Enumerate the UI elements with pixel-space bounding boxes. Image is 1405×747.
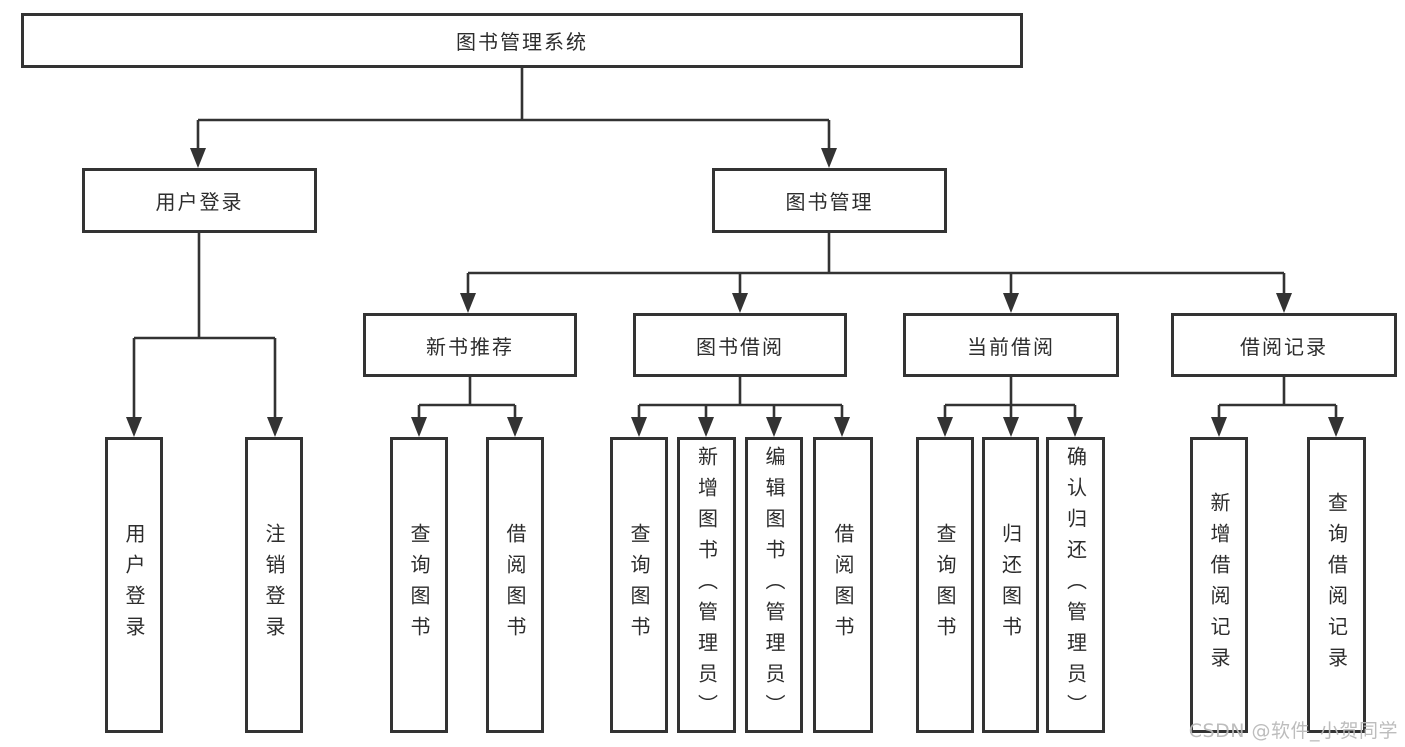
leaf-query-books-recommend: 查询图书: [390, 437, 448, 733]
leaf-borrow-books: 借阅图书: [813, 437, 873, 733]
node-label: 借阅图书: [831, 523, 855, 647]
node-book-borrow: 图书借阅: [633, 313, 847, 377]
node-label: 查询图书: [407, 523, 431, 647]
leaf-confirm-return-admin: 确认归还（管理员）: [1046, 437, 1105, 733]
node-borrow-records: 借阅记录: [1171, 313, 1397, 377]
node-label: 图书管理系统: [456, 30, 588, 54]
node-label: 图书管理: [785, 190, 874, 214]
node-label: 当前借阅: [967, 334, 1055, 359]
node-label: 新增借阅记录: [1207, 492, 1231, 678]
leaf-edit-books-admin: 编辑图书（管理员）: [745, 437, 803, 733]
node-label: 用户登录: [155, 190, 244, 214]
leaf-borrow-books-recommend: 借阅图书: [486, 437, 544, 733]
node-label: 用户登录: [122, 523, 146, 647]
leaf-query-books-current: 查询图书: [916, 437, 974, 733]
node-label: 确认归还（管理员）: [1063, 445, 1088, 725]
leaf-logout: 注销登录: [245, 437, 303, 733]
arrowhead-icons: [126, 148, 1344, 437]
node-label: 查询图书: [627, 523, 651, 647]
watermark: CSDN @软件_小贺同学: [1188, 720, 1398, 742]
node-book-management: 图书管理: [712, 168, 947, 233]
leaf-return-books: 归还图书: [982, 437, 1039, 733]
node-label: 借阅图书: [503, 523, 527, 647]
node-book-management-system: 图书管理系统: [21, 13, 1023, 68]
node-label: 归还图书: [998, 523, 1023, 647]
node-label: 新增图书（管理员）: [694, 445, 719, 725]
node-label: 查询图书: [933, 523, 957, 647]
node-label: 编辑图书（管理员）: [762, 445, 786, 725]
node-label: 新书推荐: [426, 334, 514, 359]
node-label: 借阅记录: [1240, 334, 1328, 359]
leaf-add-books-admin: 新增图书（管理员）: [677, 437, 736, 733]
leaf-query-borrow-record: 查询借阅记录: [1307, 437, 1366, 733]
node-label: 图书借阅: [696, 334, 784, 359]
node-label: 查询借阅记录: [1324, 492, 1349, 678]
leaf-add-borrow-record: 新增借阅记录: [1190, 437, 1248, 733]
node-current-borrow: 当前借阅: [903, 313, 1119, 377]
leaf-user-login: 用户登录: [105, 437, 163, 733]
leaf-query-books-borrow: 查询图书: [610, 437, 668, 733]
node-label: 注销登录: [262, 523, 286, 647]
node-user-login: 用户登录: [82, 168, 317, 233]
node-new-book-recommend: 新书推荐: [363, 313, 577, 377]
